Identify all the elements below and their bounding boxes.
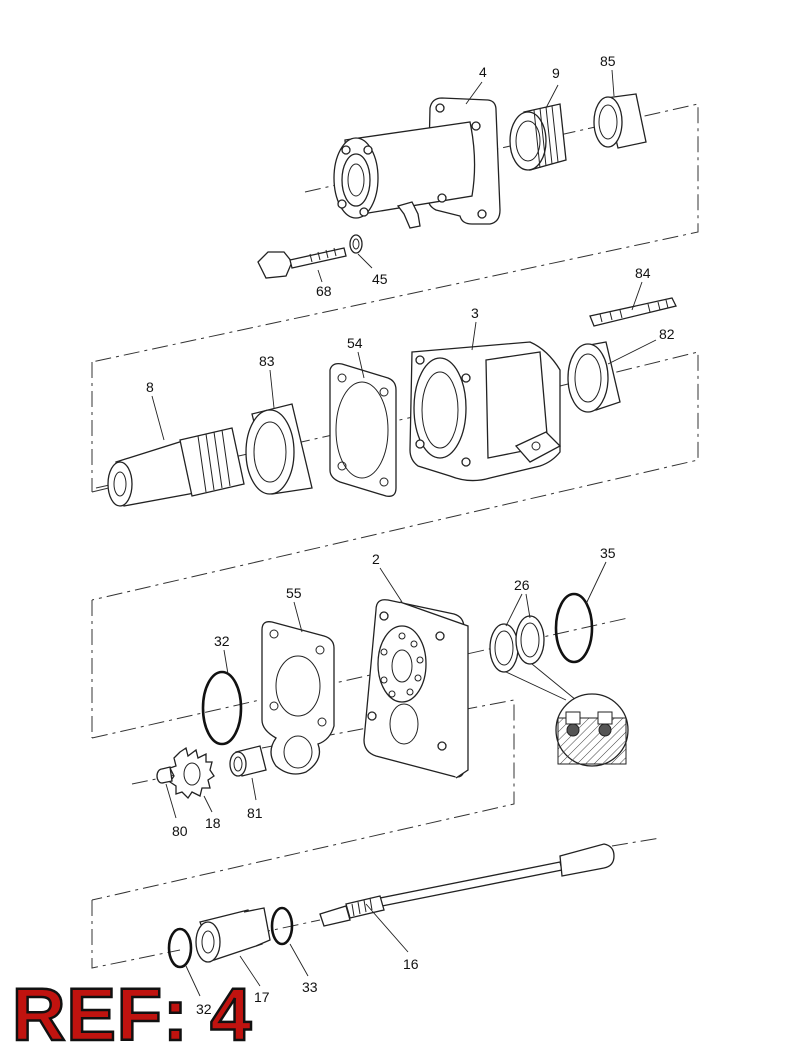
callout-68: 68 (316, 283, 332, 299)
callout-32-lower: 32 (196, 1001, 212, 1017)
part-8-shaft-hub (107, 427, 245, 507)
part-45-callout: 45 (357, 253, 388, 287)
part-85-sleeve (593, 93, 647, 149)
callout-80: 80 (172, 823, 188, 839)
part-26-callout: 26 (505, 577, 531, 627)
callout-26: 26 (514, 577, 530, 593)
part-55-gasket (261, 621, 335, 775)
part-84-stud (589, 297, 677, 327)
part-54-gasket (329, 362, 397, 497)
part-9-callout: 9 (545, 65, 560, 109)
part-2-callout: 2 (372, 551, 403, 603)
callout-81: 81 (247, 805, 263, 821)
callout-18: 18 (205, 815, 221, 831)
part-8-callout: 8 (146, 379, 165, 441)
seal-detail-view (505, 663, 629, 767)
part-16-drive-shaft (319, 843, 615, 927)
part-82-callout: 82 (607, 326, 675, 365)
group-3-frame (91, 600, 629, 901)
part-33-callout: 33 (289, 943, 318, 995)
part-3-callout: 3 (471, 305, 479, 351)
callout-55: 55 (286, 585, 302, 601)
part-26-seals (489, 615, 545, 673)
part-82-bushing (567, 341, 621, 413)
ref-label: REF: 4 (11, 973, 253, 1056)
part-80-callout: 80 (165, 783, 188, 839)
callout-8: 8 (146, 379, 154, 395)
part-54-callout: 54 (347, 335, 365, 379)
callout-82: 82 (659, 326, 675, 342)
callout-84: 84 (635, 265, 651, 281)
part-4-callout: 4 (465, 64, 487, 105)
callout-4: 4 (479, 64, 487, 80)
part-2-pump-plate (363, 599, 469, 779)
part-81-bushing (229, 745, 267, 777)
part-81-callout: 81 (247, 777, 263, 821)
part-85-callout: 85 (600, 53, 616, 97)
part-18-callout: 18 (203, 795, 221, 831)
part-3-front-housing (409, 341, 562, 482)
part-84-callout: 84 (631, 265, 651, 311)
part-68-callout: 68 (316, 269, 332, 299)
group-4-frame (91, 837, 661, 969)
part-4-housing (333, 97, 501, 229)
part-17-seal-carrier (195, 907, 271, 963)
part-68-hex-bolt (257, 247, 347, 279)
callout-33: 33 (302, 979, 318, 995)
group-1-frame (91, 103, 699, 363)
part-33-o-ring (270, 906, 294, 946)
part-17-callout: 17 (239, 955, 270, 1005)
callout-32-upper: 32 (214, 633, 230, 649)
part-35-callout: 35 (585, 545, 616, 605)
part-32-o-ring-upper (201, 670, 243, 746)
callout-16: 16 (403, 956, 419, 972)
part-32-upper-callout: 32 (214, 633, 230, 675)
callout-54: 54 (347, 335, 363, 351)
callout-83: 83 (259, 353, 275, 369)
part-9-spline-coupling (509, 103, 567, 171)
part-45-washer (349, 234, 363, 254)
callout-45: 45 (372, 271, 388, 287)
callout-9: 9 (552, 65, 560, 81)
part-18-gear (169, 746, 215, 800)
part-83-callout: 83 (259, 353, 275, 409)
callout-17: 17 (254, 989, 270, 1005)
callout-35: 35 (600, 545, 616, 561)
callout-3: 3 (471, 305, 479, 321)
callout-85: 85 (600, 53, 616, 69)
part-55-callout: 55 (286, 585, 303, 633)
part-80-pin-bushing (156, 766, 173, 784)
part-32-lower-callout: 32 (185, 965, 212, 1017)
part-83-bushing (245, 403, 313, 495)
callout-2: 2 (372, 551, 380, 567)
part-32-o-ring-lower (167, 927, 193, 969)
part-16-callout: 16 (365, 903, 419, 972)
part-35-o-ring (554, 592, 594, 664)
